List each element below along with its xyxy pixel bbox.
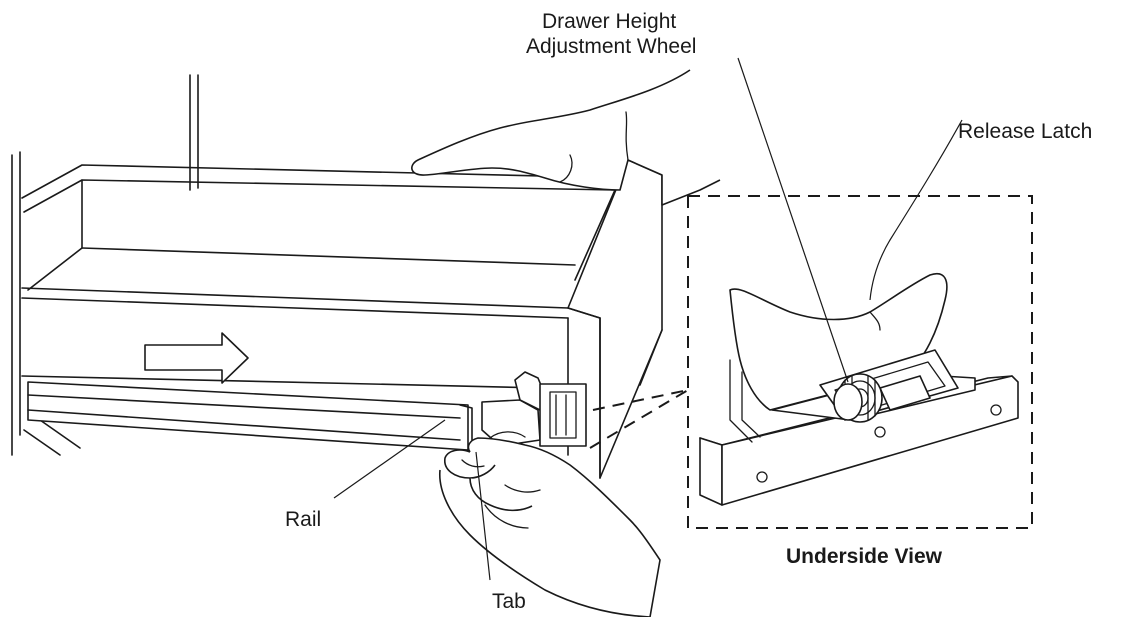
cabinet-frame xyxy=(11,74,199,456)
underside-view-inset xyxy=(687,195,1033,529)
label-underside-view: Underside View xyxy=(786,545,943,568)
label-rail: Rail xyxy=(285,508,322,531)
pull-direction-arrow xyxy=(144,332,249,384)
drawer-body xyxy=(21,159,663,479)
drawer-rail xyxy=(27,381,473,453)
label-release-latch: Release Latch xyxy=(958,120,1093,143)
label-tab: Tab xyxy=(492,590,526,613)
label-drawer-height-line2: Adjustment Wheel xyxy=(526,35,697,58)
label-drawer-height-line1: Drawer Height xyxy=(542,10,677,33)
callout-leaders xyxy=(333,57,963,581)
bottom-hand xyxy=(439,431,661,618)
latch-mechanism xyxy=(481,371,689,449)
top-hand xyxy=(411,69,721,206)
